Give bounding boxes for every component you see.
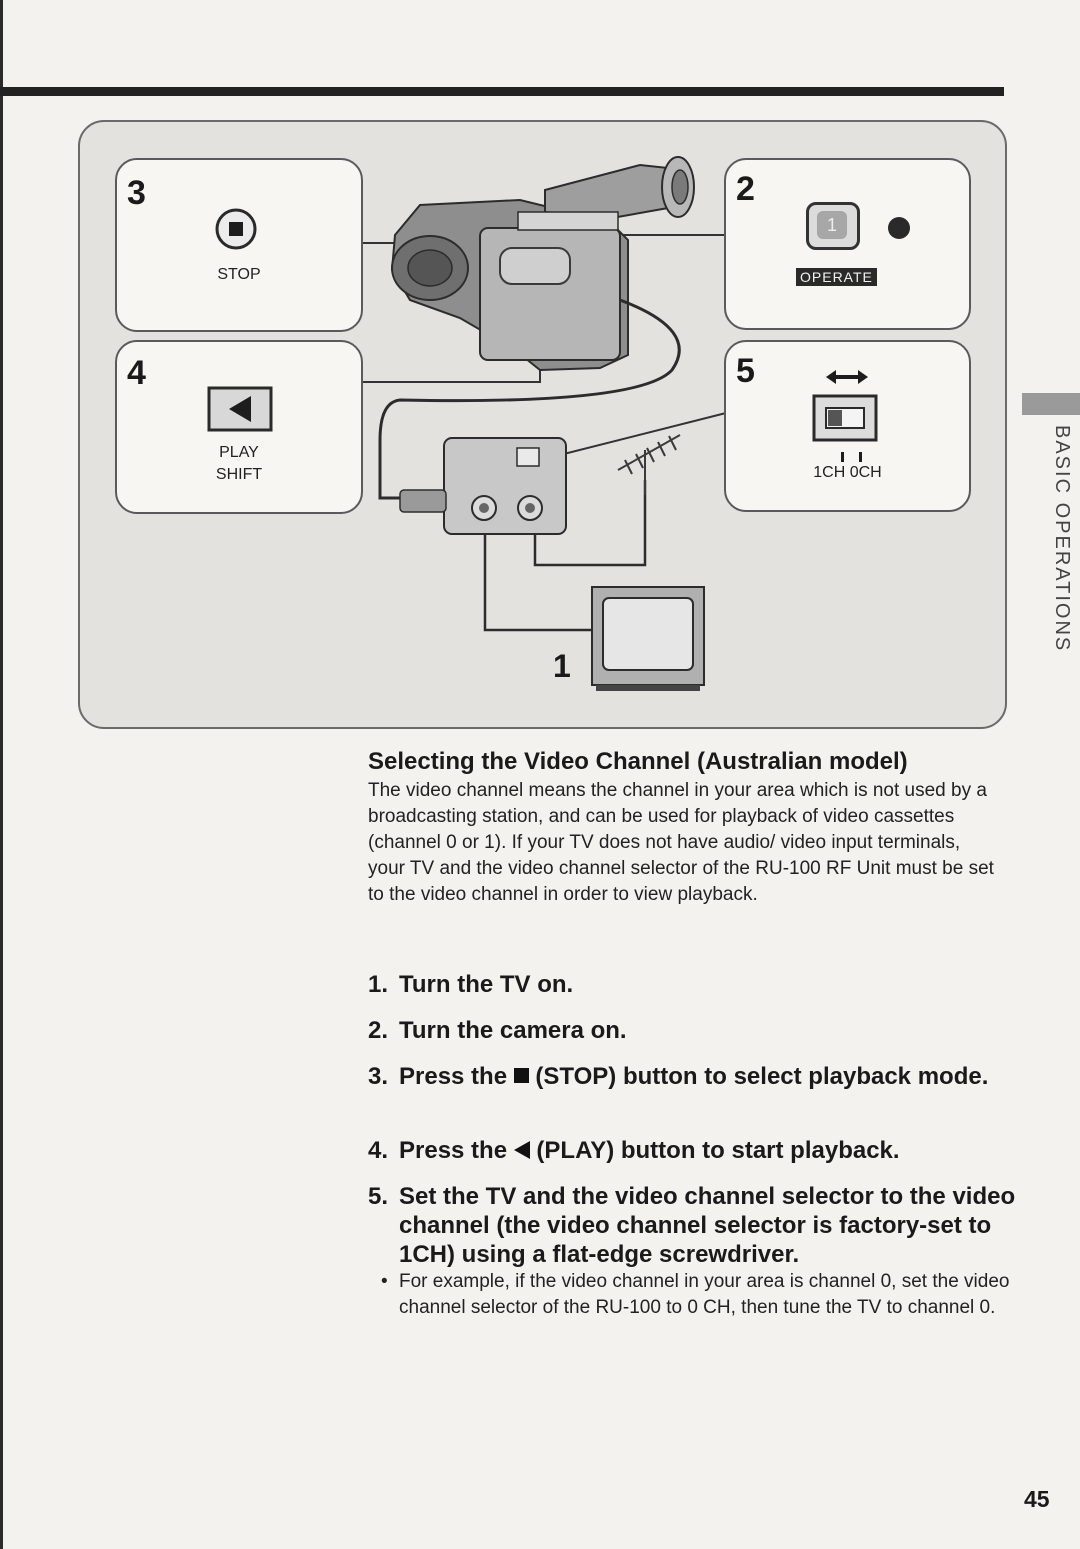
tv-icon <box>591 586 705 691</box>
channel-selector-callout: 5 1CH 0CH <box>724 340 971 512</box>
tv-cable <box>483 520 595 632</box>
tv-callout-number: 1 <box>553 648 571 684</box>
step-number: 3. <box>368 1063 389 1090</box>
callout-number: 2 <box>736 170 755 208</box>
section-side-label: BASIC OPERATIONS <box>1051 425 1073 653</box>
stop-button-icon <box>215 208 257 250</box>
shift-label: SHIFT <box>215 466 263 483</box>
play-label: PLAY <box>219 444 259 461</box>
operate-callout: 2 1 OPERATE <box>724 158 971 330</box>
step-5: 5. Set the TV and the video channel sele… <box>368 1182 1018 1269</box>
callout-number: 5 <box>736 352 755 390</box>
leader-line-channel <box>539 412 727 461</box>
top-rule <box>0 87 1004 96</box>
camera-cable <box>378 298 681 500</box>
example-note: • For example, if the video channel in y… <box>381 1269 1011 1321</box>
step-text-post: (PLAY) button to start playback. <box>536 1137 900 1164</box>
step-number: 5. <box>368 1183 389 1210</box>
operate-switch-digit: 1 <box>817 211 847 239</box>
section-heading: Selecting the Video Channel (Australian … <box>368 748 908 775</box>
tick-mark-1ch <box>841 452 844 462</box>
step-text: Set the TV and the video channel selecto… <box>399 1183 1016 1268</box>
page-edge <box>0 0 3 1549</box>
stop-symbol-icon <box>513 1068 529 1083</box>
step-text: Press the (STOP) button to select playba… <box>399 1062 1018 1091</box>
step-text-pre: Press the <box>399 1137 508 1164</box>
play-symbol-icon <box>513 1141 530 1159</box>
step-4: 4. Press the (PLAY) button to start play… <box>368 1136 1018 1165</box>
callout-number: 4 <box>127 354 146 392</box>
stop-label: STOP <box>217 266 261 283</box>
step-number: 1. <box>368 971 389 998</box>
tick-mark-0ch <box>859 452 862 462</box>
step-number: 2. <box>368 1017 389 1044</box>
play-button-icon <box>207 386 273 432</box>
note-text: For example, if the video channel in you… <box>399 1271 1010 1318</box>
step-number: 4. <box>368 1137 389 1164</box>
step-text: Turn the TV on. <box>399 971 574 998</box>
play-shift-callout: 4 PLAY SHIFT <box>115 340 363 514</box>
step-text: Press the (PLAY) button to start playbac… <box>399 1136 1018 1165</box>
step-2: 2. Turn the camera on. <box>368 1016 1018 1045</box>
camcorder-icon <box>390 156 695 372</box>
antenna-icon <box>617 434 681 495</box>
stop-callout: 3 STOP <box>115 158 363 332</box>
step-3: 3. Press the (STOP) button to select pla… <box>368 1062 1018 1091</box>
section-tab <box>1022 393 1080 415</box>
intro-paragraph: The video channel means the channel in y… <box>368 780 994 905</box>
operate-label: OPERATE <box>796 268 877 286</box>
channel-label: 1CH 0CH <box>813 464 882 481</box>
double-arrow-icon <box>826 370 868 384</box>
step-text-post: (STOP) button to select playback mode. <box>535 1063 989 1090</box>
record-indicator-icon <box>888 217 910 239</box>
operate-switch: 1 <box>806 202 860 250</box>
note-bullet: • <box>381 1271 388 1292</box>
step-text: Turn the camera on. <box>399 1017 627 1044</box>
rf-unit-icon <box>399 437 567 535</box>
connection-illustration <box>362 156 727 691</box>
antenna-cable <box>533 480 647 567</box>
channel-slide-switch-icon <box>812 394 878 442</box>
page-number: 45 <box>1024 1486 1050 1512</box>
step-1: 1. Turn the TV on. <box>368 970 1018 999</box>
callout-number: 3 <box>127 174 146 212</box>
step-text-pre: Press the <box>399 1063 508 1090</box>
